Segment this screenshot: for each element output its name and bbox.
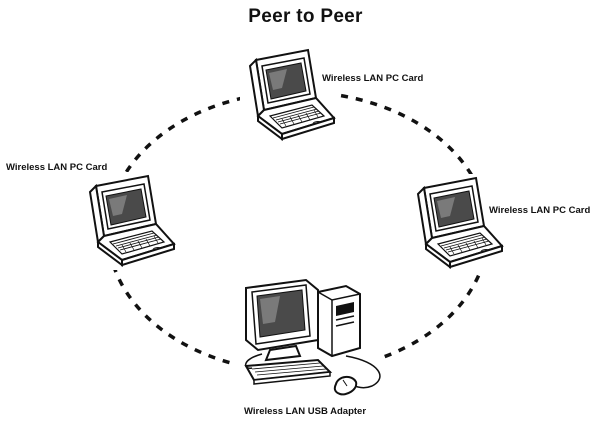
diagram-title: Peer to Peer [248, 6, 363, 27]
node-label-left: Wireless LAN PC Card [6, 162, 108, 173]
desktop-computer-icon [232, 278, 382, 402]
node-label-right: Wireless LAN PC Card [489, 205, 591, 216]
laptop-icon [80, 172, 178, 270]
node-label-bottom: Wireless LAN USB Adapter [244, 406, 367, 417]
laptop-icon [408, 174, 506, 272]
laptop-icon [240, 46, 338, 144]
node-label-top: Wireless LAN PC Card [322, 73, 424, 84]
